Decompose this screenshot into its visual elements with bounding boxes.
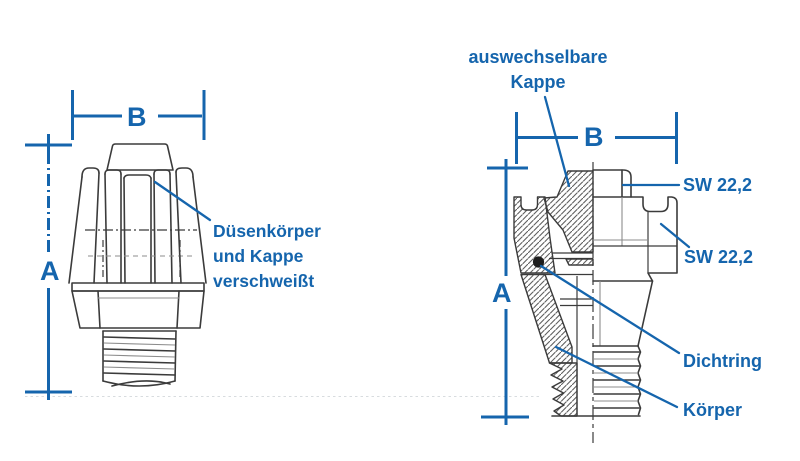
right-dim-a-label: A	[492, 278, 512, 308]
seal-leader	[539, 264, 681, 355]
cap-annotation: auswechselbare Kappe	[448, 45, 628, 95]
seal-ring-dot	[532, 256, 545, 268]
right-cap-section	[543, 170, 594, 253]
sw-nut-leader	[659, 222, 691, 249]
body-leader	[554, 345, 679, 409]
left-dim-b-label: B	[127, 102, 147, 132]
right-dim-b-lines	[515, 112, 678, 164]
left-annotation-leader	[153, 180, 212, 222]
left-annotation: Düsenkörper und Kappe verschweißt	[213, 219, 321, 294]
left-dim-a-lines	[25, 134, 72, 400]
left-thread	[102, 330, 177, 387]
wrench-size-nut-label: SW 22,2	[684, 247, 754, 267]
left-annotation-line2: und Kappe	[213, 246, 304, 266]
right-thread	[551, 345, 642, 417]
right-dim-b-label: B	[584, 122, 604, 152]
left-figure-drawing	[25, 90, 212, 400]
seal-label: Dichtring	[683, 351, 762, 371]
right-leaders	[539, 95, 691, 409]
right-dim-a-lines	[481, 159, 529, 425]
right-figure-drawing	[481, 95, 691, 443]
left-hex-flange	[71, 282, 205, 329]
left-fins	[68, 167, 207, 284]
cap-annotation-line1: auswechselbare	[468, 47, 608, 67]
right-body	[520, 273, 654, 415]
body-label: Körper	[683, 400, 743, 420]
right-seat	[532, 252, 594, 268]
wrench-size-cap-label: SW 22,2	[683, 175, 753, 195]
right-nut-section	[513, 196, 556, 274]
right-nut-outline	[592, 196, 678, 282]
right-thread-section	[548, 362, 578, 417]
left-cap-outline	[106, 143, 174, 171]
right-cap-top	[592, 169, 632, 198]
left-annotation-line3: verschweißt	[213, 271, 315, 291]
left-annotation-line1: Düsenkörper	[213, 221, 321, 241]
left-dim-a-label: A	[40, 256, 60, 286]
cap-leader	[543, 95, 571, 188]
left-dim-b-lines	[71, 90, 206, 140]
cap-annotation-line2: Kappe	[510, 72, 566, 92]
